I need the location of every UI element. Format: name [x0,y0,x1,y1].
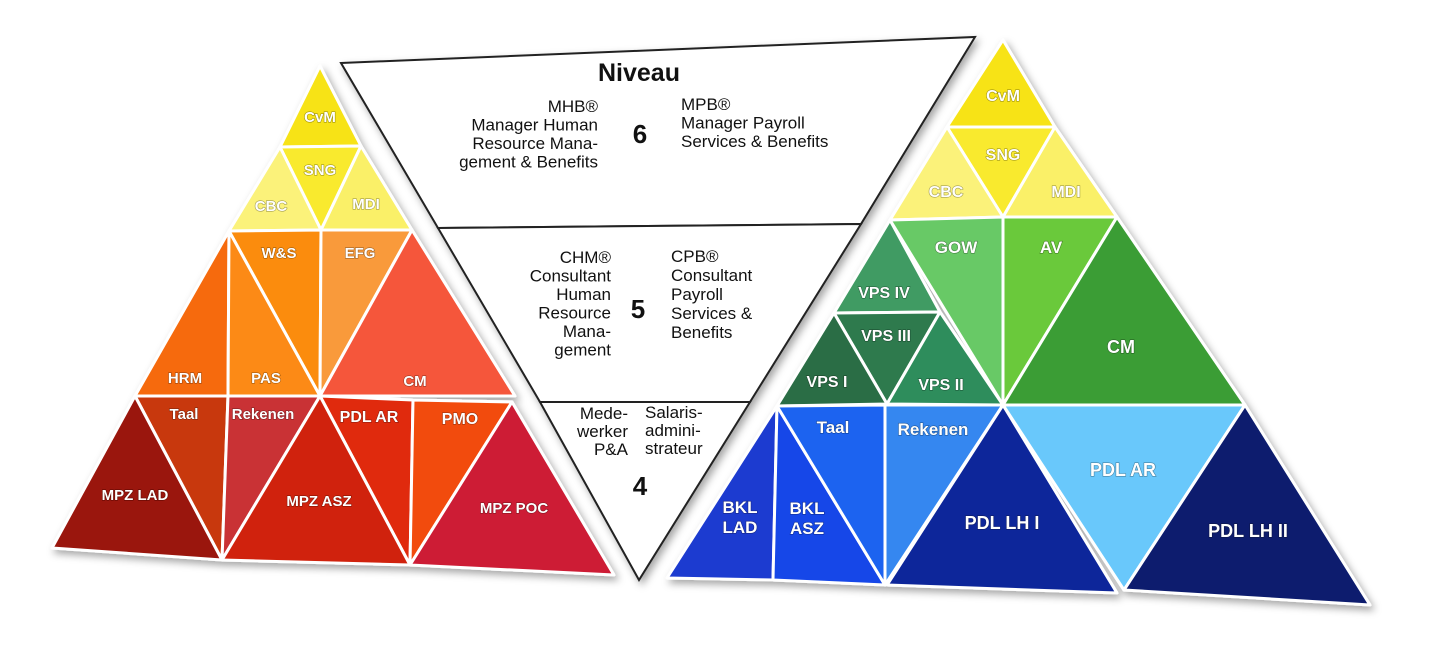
qualification-line: Salaris- [645,403,703,422]
cell-label-ws: W&S [262,245,297,262]
qualification-line: Consultant [671,266,753,285]
niveau-inverted-triangle [339,35,977,582]
cell-label-cvm: CvM [986,88,1020,105]
cell-label-sng: SNG [304,162,337,179]
qualification-line: Mana- [563,322,611,341]
cell-label-cbc: CBC [255,198,288,215]
cell-label-vps-iii: VPS III [861,328,911,345]
cell-label-mdi: MDI [1051,184,1080,201]
cell-label-mpz-asz: MPZ ASZ [286,493,351,510]
cell-label-vps-iv: VPS IV [858,285,910,302]
left-pyramid: CvM SNG CBC MDI W&S EFG HRM PAS CM Taal Rekenen PDL… [50,64,616,577]
qualification-line: gement & Benefits [459,153,598,172]
qualification-line: Services & Benefits [681,132,828,151]
cell-pdl-lh-ii [1122,403,1372,607]
niveau-title: Niveau [598,59,680,87]
cell-label-cm: CM [1107,337,1135,357]
level-4-right-qualification: Salaris-admini-strateur [645,403,703,458]
cell-label-mdi: MDI [352,196,380,213]
qualification-line: CPB® [671,247,719,266]
level-4-number: 4 [633,471,648,501]
cell-cm [318,228,517,398]
qualification-line: Manager Payroll [681,114,805,133]
qualification-line: Resource [538,304,611,323]
cell-mpz-lad [50,394,224,562]
qualification-line: Payroll [671,285,723,304]
cell-mpz-asz [220,394,412,567]
qualification-line: Mede- [580,404,628,423]
qualification-line: Manager Human [471,116,598,135]
cell-label-sng: SNG [986,147,1021,164]
cell-label-pdl-lh-i: PDL LH I [965,513,1040,533]
cell-label-gow: GOW [935,238,978,257]
cell-label-rekenen: Rekenen [232,406,295,423]
qualification-line: MPB® [681,95,731,114]
qualification-line: Benefits [671,323,732,342]
cell-label-taal: Taal [170,406,199,423]
cell-label-taal: Taal [817,418,850,437]
cell-label-vps-i: VPS I [807,374,848,391]
cell-pdl-lh-i [885,403,1119,595]
cell-label-mpz-poc: MPZ POC [480,500,549,517]
qualification-line: MHB® [548,97,599,116]
cell-label-rekenen: Rekenen [898,420,969,439]
qualification-line: strateur [645,439,703,458]
cell-label-mpz-lad: MPZ LAD [102,487,169,504]
qualification-line: P&A [594,440,629,459]
cell-label-pdl-lh-ii: PDL LH II [1208,521,1288,541]
cell-label-pdl-ar: PDL AR [340,409,399,426]
qualification-line: werker [576,422,628,441]
qualification-line: admini- [645,421,701,440]
qualification-line: Resource Mana- [472,134,598,153]
qualification-line: Services & [671,304,753,323]
qualification-line: Human [556,285,611,304]
level-5-number: 5 [631,294,645,324]
cell-label-pdl-ar: PDL AR [1090,460,1156,480]
cell-label-vps-ii: VPS II [918,377,963,394]
right-pyramid: CvM SNG CBC MDI GOW AV VPS IV VPS III VPS I VPS I… [665,38,1372,607]
niveau-level-4-band [538,401,752,582]
qualification-line: CHM® [560,248,612,267]
cell-label-cvm: CvM [304,109,336,126]
cell-label-pas: PAS [251,370,281,387]
cell-mpz-poc [408,400,616,577]
qualification-line: Consultant [530,267,612,286]
cell-label-pmo: PMO [442,411,478,428]
level-6-number: 6 [633,119,647,149]
qualification-line: gement [554,341,611,360]
cell-label-cbc: CBC [929,184,964,201]
cell-label-hrm: HRM [168,370,202,387]
cell-label-cm: CM [403,373,426,390]
cell-label-efg: EFG [345,245,376,262]
cell-label-av: AV [1040,238,1063,257]
